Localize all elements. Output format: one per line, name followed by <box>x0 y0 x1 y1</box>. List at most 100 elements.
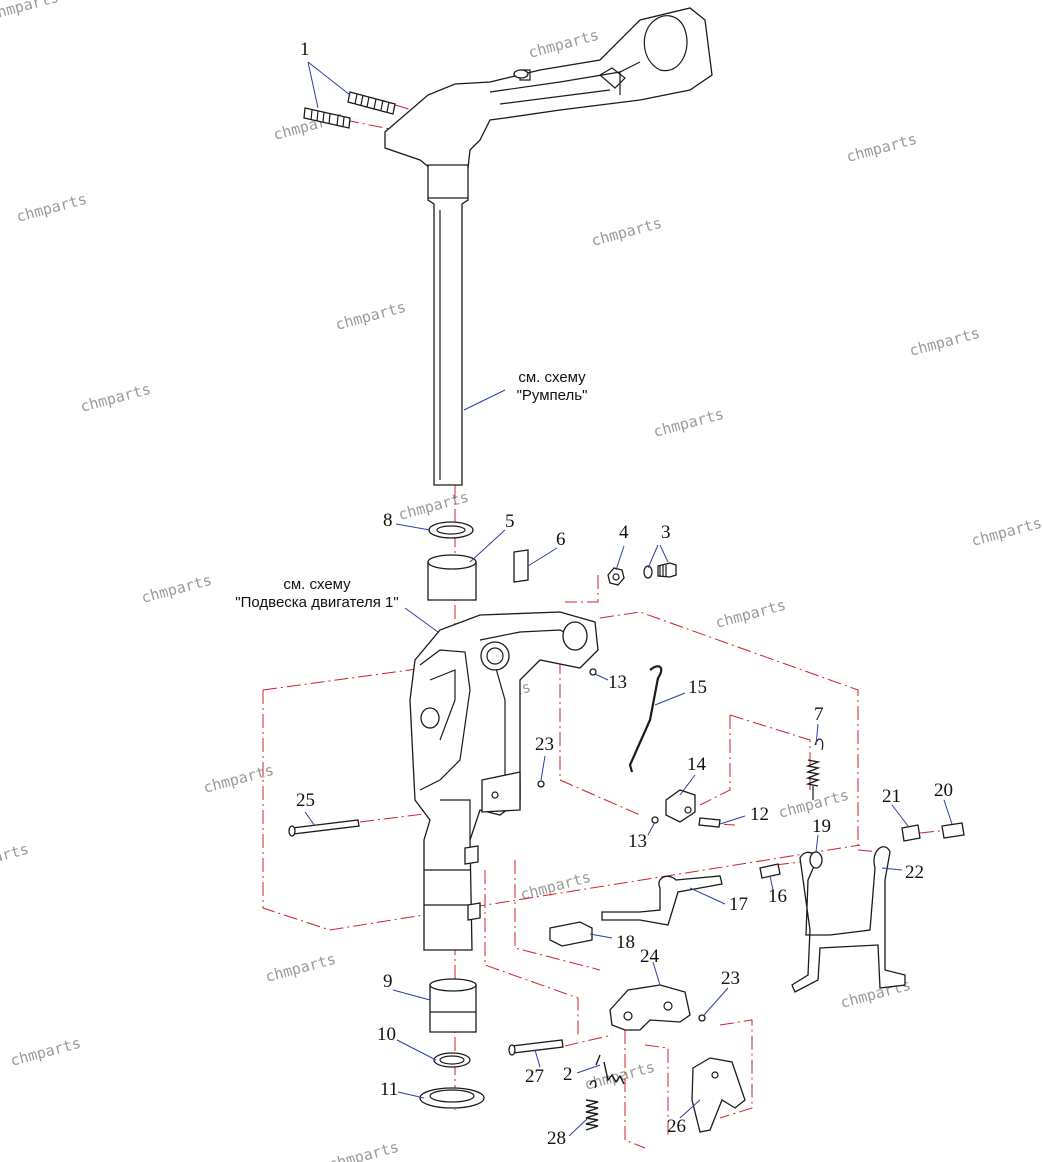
watermark: chmparts <box>526 26 600 62</box>
lower-bushing <box>429 984 477 1033</box>
watermark: chmparts <box>907 324 981 360</box>
callout-13: 13 <box>608 672 627 693</box>
hex-nut <box>607 567 625 586</box>
bracket-outline <box>624 1030 646 1149</box>
tiller-reference-line2: "Румпель" <box>517 387 588 404</box>
bracket-outline <box>599 611 881 853</box>
swivel-bracket-assembly <box>409 611 599 951</box>
callout-19: 19 <box>812 816 831 837</box>
watermark: chmparts <box>713 596 787 632</box>
small-screw <box>589 668 597 676</box>
seal-ring <box>419 1087 485 1109</box>
callout-17: 17 <box>729 894 748 915</box>
callout-5: 5 <box>505 511 515 532</box>
bolt-axis <box>394 104 441 119</box>
watermark: chmparts <box>0 0 61 24</box>
callout-21: 21 <box>882 786 901 807</box>
cotter-pin <box>698 1014 706 1022</box>
throttle-linkage <box>628 665 696 823</box>
watermark: chmparts <box>969 514 1042 550</box>
watermark: chmparts <box>333 298 407 334</box>
spring-washer <box>643 565 653 579</box>
callout-11: 11 <box>380 1079 398 1100</box>
suspension-reference-line2: "Подвеска двигателя 1" <box>235 594 398 611</box>
callout-13: 13 <box>628 831 647 852</box>
cam-bracket <box>609 984 691 1031</box>
coil-spring-small <box>595 1054 625 1085</box>
watermark: chmparts <box>78 380 152 416</box>
mount-tab <box>481 771 521 813</box>
bracket-outline <box>262 690 861 931</box>
stop-plate <box>691 1057 746 1133</box>
tiller-reference-line1: см. схему <box>518 369 586 386</box>
shift-rod <box>601 875 723 926</box>
lower-bushings <box>419 978 485 1109</box>
reference-notes: см. схему "Румпель" см. схему "Подвеска … <box>235 369 587 611</box>
watermark: chmparts <box>8 1034 82 1070</box>
bracket-boss <box>513 69 529 79</box>
callout-8: 8 <box>383 510 393 531</box>
bracket-outline <box>719 1019 753 1119</box>
bracket-outline <box>559 660 641 816</box>
long-pin <box>291 819 360 835</box>
callout-7: 7 <box>814 704 824 725</box>
spring-coil <box>805 759 821 787</box>
thrust-washer <box>428 521 474 539</box>
thin-washer <box>433 1052 471 1068</box>
callout-27: 27 <box>525 1066 544 1087</box>
pivot-pin <box>511 1039 564 1054</box>
pivot-boss <box>562 621 588 651</box>
callout-12: 12 <box>750 804 769 825</box>
bracket-outline <box>514 860 601 971</box>
callout-22: 22 <box>905 862 924 883</box>
watermark: chmparts <box>14 190 88 226</box>
steering-boss-inner <box>486 647 504 665</box>
watermark: chmparts <box>651 405 725 441</box>
tiller-bracket <box>384 7 713 169</box>
ring-washer <box>809 851 823 869</box>
bolt-axis <box>344 119 421 136</box>
watermark: chmparts <box>263 950 337 986</box>
small-pin <box>698 817 721 828</box>
callout-10: 10 <box>377 1024 396 1045</box>
callout-1: 1 <box>300 39 310 60</box>
bracket-outline <box>729 714 811 790</box>
callout-25: 25 <box>296 790 315 811</box>
callout-23: 23 <box>535 734 554 755</box>
watermark: chmparts <box>589 214 663 250</box>
upper-bushing-top <box>427 554 477 570</box>
steering-boss <box>480 641 510 671</box>
callout-3: 3 <box>661 522 671 543</box>
cotter-pin <box>537 780 545 788</box>
callout-15: 15 <box>688 677 707 698</box>
assembly-lines <box>262 104 949 1149</box>
callout-23: 23 <box>721 968 740 989</box>
link-rod <box>628 665 663 773</box>
key-plate <box>513 549 529 583</box>
watermark: chmparts <box>139 571 213 607</box>
lower-bushing-top <box>429 978 477 992</box>
callout-28: 28 <box>547 1128 566 1149</box>
lower-tab <box>467 902 481 921</box>
mount-hole <box>491 791 499 799</box>
callout-14: 14 <box>687 754 707 775</box>
stud-bolt <box>347 91 396 115</box>
hardware <box>288 562 721 1056</box>
washer-axis <box>565 575 599 603</box>
watermark: chmparts <box>0 840 31 876</box>
collar-pin <box>941 822 965 839</box>
callout-16: 16 <box>768 886 787 907</box>
watermark: chmparts <box>326 1138 400 1162</box>
lower-tab <box>464 845 479 865</box>
upper-bushings <box>427 521 529 601</box>
callout-6: 6 <box>556 529 566 550</box>
callout-18: 18 <box>616 932 635 953</box>
thin-washer-inner <box>439 1055 465 1065</box>
leader-lines <box>304 61 953 1137</box>
suspension-reference-line1: см. схему <box>283 576 351 593</box>
collar <box>901 824 921 842</box>
callout-26: 26 <box>667 1116 686 1137</box>
pin-axis <box>564 1034 613 1047</box>
bracket-outline <box>644 1044 669 1138</box>
